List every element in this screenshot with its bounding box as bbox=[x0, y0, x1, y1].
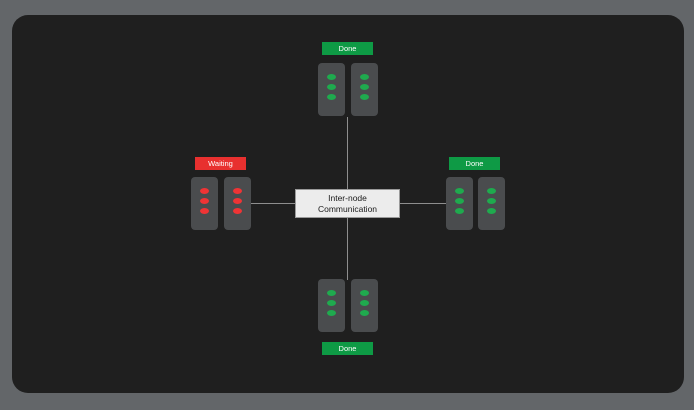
status-led bbox=[233, 198, 242, 204]
status-led bbox=[327, 300, 336, 306]
status-led bbox=[360, 84, 369, 90]
node-top-gpu-2 bbox=[351, 63, 378, 116]
connector-top bbox=[347, 117, 348, 189]
status-led bbox=[487, 198, 496, 204]
status-led bbox=[327, 310, 336, 316]
status-led bbox=[455, 188, 464, 194]
node-right-gpu-1 bbox=[446, 177, 473, 230]
status-led bbox=[200, 208, 209, 214]
status-led bbox=[327, 74, 336, 80]
node-left-gpu-2 bbox=[224, 177, 251, 230]
node-right-status-badge: Done bbox=[449, 157, 500, 170]
status-led bbox=[327, 84, 336, 90]
status-led bbox=[233, 188, 242, 194]
status-led bbox=[455, 208, 464, 214]
node-left-gpu-1 bbox=[191, 177, 218, 230]
status-led bbox=[233, 208, 242, 214]
center-label-line2: Communication bbox=[317, 203, 378, 214]
status-led bbox=[360, 300, 369, 306]
status-led bbox=[360, 94, 369, 100]
status-led bbox=[360, 290, 369, 296]
center-label-line1: Inter-node bbox=[328, 192, 367, 203]
node-bottom-status-badge: Done bbox=[322, 342, 373, 355]
connector-right bbox=[400, 203, 446, 204]
status-led bbox=[200, 188, 209, 194]
status-led bbox=[327, 290, 336, 296]
node-bottom-gpu-2 bbox=[351, 279, 378, 332]
node-top-gpu-1 bbox=[318, 63, 345, 116]
node-left-status-badge: Waiting bbox=[195, 157, 246, 170]
status-led bbox=[360, 74, 369, 80]
connector-bottom bbox=[347, 218, 348, 280]
inter-node-communication-box: Inter-node Communication bbox=[295, 189, 400, 218]
status-led bbox=[360, 310, 369, 316]
node-right-gpu-2 bbox=[478, 177, 505, 230]
status-led bbox=[487, 208, 496, 214]
status-led bbox=[455, 198, 464, 204]
status-led bbox=[327, 94, 336, 100]
status-led bbox=[487, 188, 496, 194]
status-led bbox=[200, 198, 209, 204]
node-bottom-gpu-1 bbox=[318, 279, 345, 332]
connector-left bbox=[251, 203, 295, 204]
node-top-status-badge: Done bbox=[322, 42, 373, 55]
